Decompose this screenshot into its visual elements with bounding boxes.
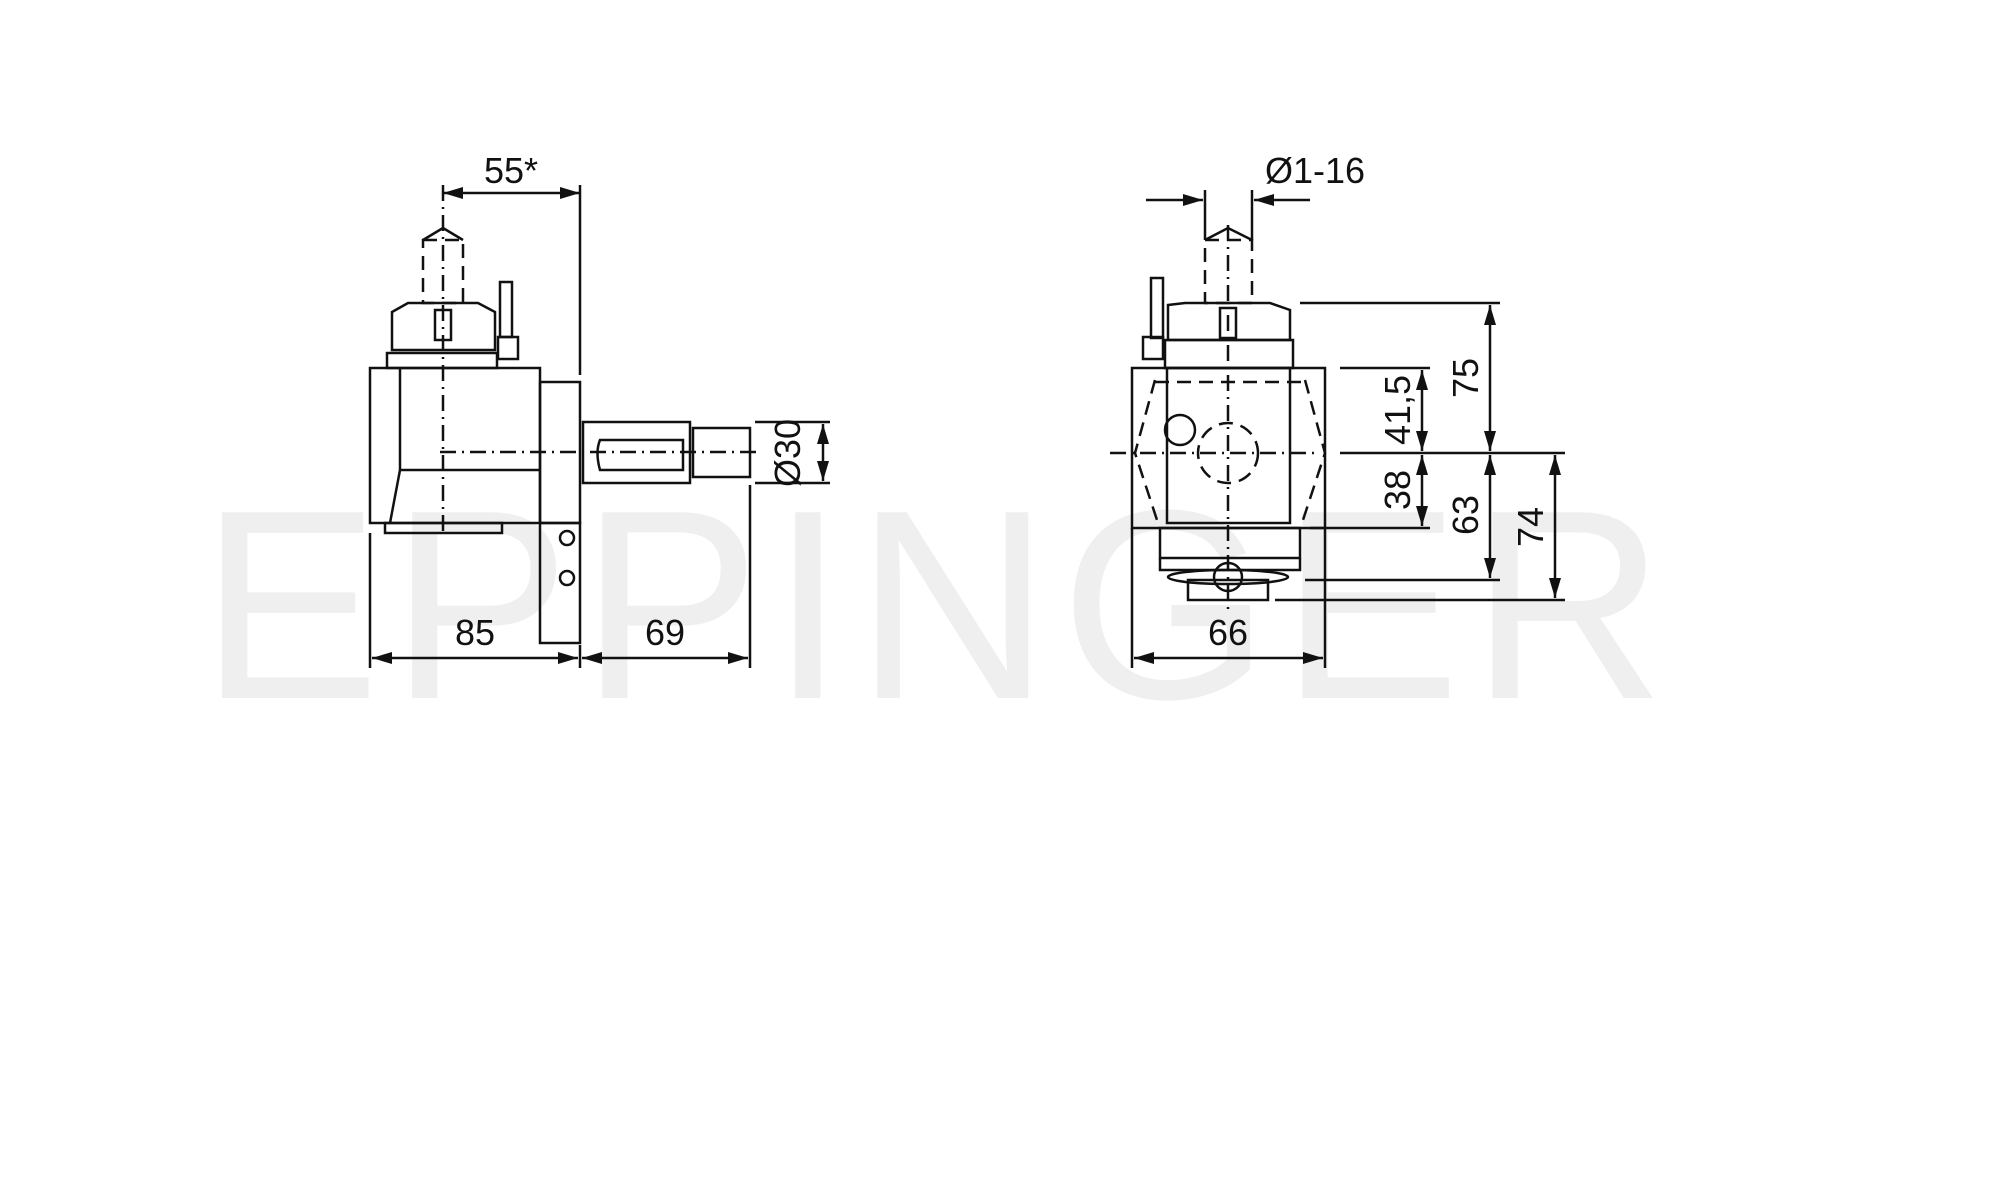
dim-38: 38 — [1377, 470, 1418, 510]
dim-74: 74 — [1510, 507, 1551, 547]
dim-69: 69 — [645, 612, 685, 653]
front-view: Ø1-16 66 41,5 38 75 63 74 — [1110, 150, 1565, 668]
collet-nut-front — [1166, 301, 1292, 342]
dim-55: 55* — [484, 150, 538, 191]
dim-diameter-30: Ø30 — [767, 419, 808, 487]
dim-collet-range: Ø1-16 — [1265, 150, 1365, 191]
dim-66: 66 — [1208, 612, 1248, 653]
side-view: 55* 85 69 Ø30 — [368, 150, 830, 668]
collet-nut — [390, 301, 497, 352]
dim-41-5: 41,5 — [1377, 375, 1418, 445]
dim-85: 85 — [455, 612, 495, 653]
dim-63: 63 — [1445, 495, 1486, 535]
dim-75: 75 — [1445, 358, 1486, 398]
